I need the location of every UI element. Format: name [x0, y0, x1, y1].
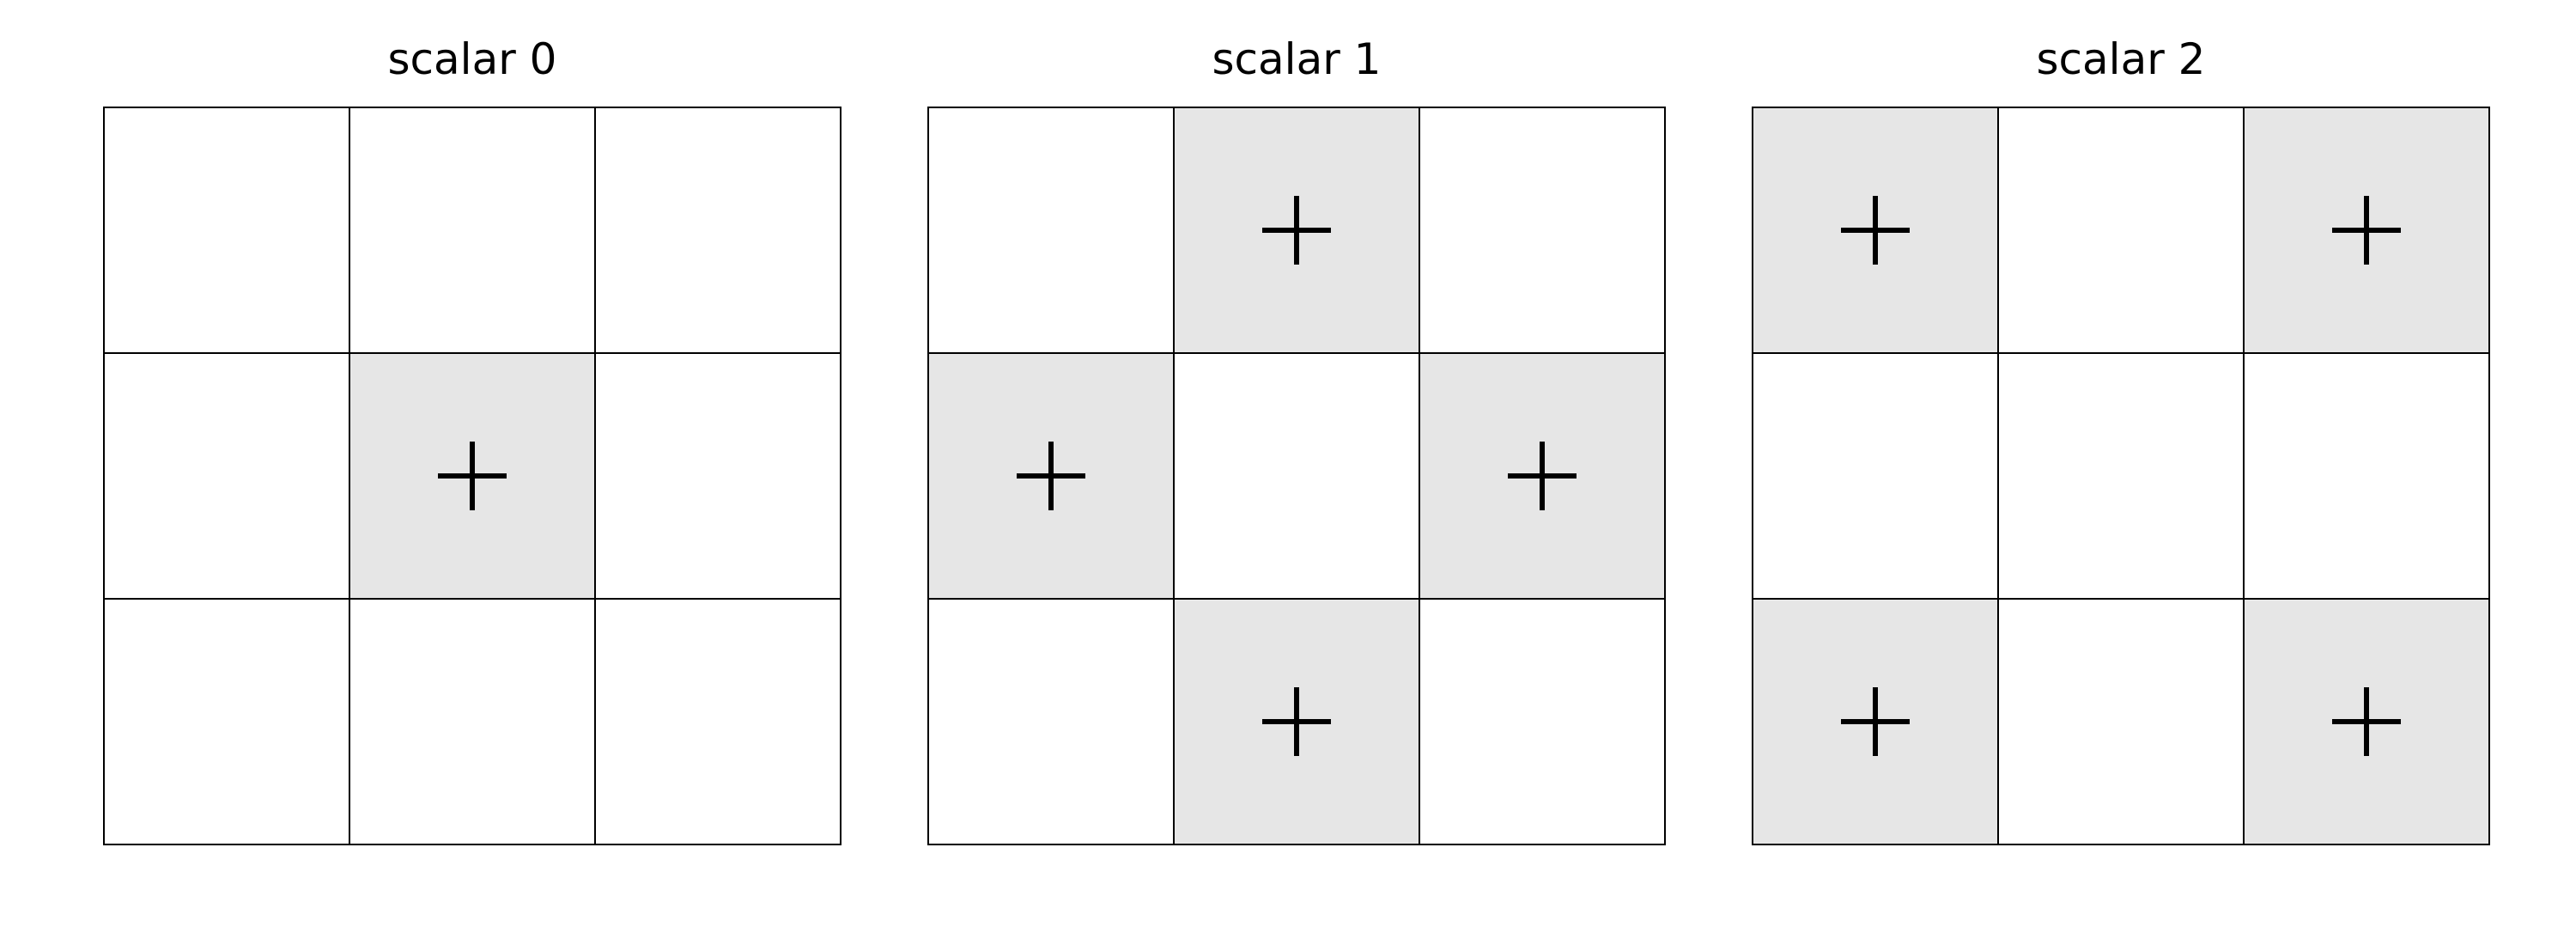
- panel-scalar-0: scalar 0: [103, 0, 841, 945]
- panel-title: scalar 2: [2036, 34, 2206, 84]
- plus-icon: [1017, 442, 1085, 510]
- empty-cell: [1753, 354, 1999, 600]
- empty-cell: [105, 108, 350, 354]
- empty-cell: [596, 354, 841, 600]
- empty-cell: [1999, 600, 2245, 845]
- filled-cell: [1753, 108, 1999, 354]
- filled-cell: [929, 354, 1175, 600]
- empty-cell: [350, 600, 596, 845]
- plus-icon: [1262, 687, 1331, 756]
- panel-scalar-2: scalar 2: [1752, 0, 2490, 945]
- panel-scalar-1: scalar 1: [927, 0, 1666, 945]
- empty-cell: [929, 600, 1175, 845]
- filled-cell: [2245, 600, 2490, 845]
- empty-cell: [105, 600, 350, 845]
- empty-cell: [350, 108, 596, 354]
- filled-cell: [1753, 600, 1999, 845]
- plus-icon: [1841, 687, 1910, 756]
- empty-cell: [596, 600, 841, 845]
- plus-icon: [1508, 442, 1577, 510]
- plus-icon: [2332, 196, 2401, 265]
- plus-icon: [438, 442, 507, 510]
- empty-cell: [1175, 354, 1420, 600]
- empty-cell: [1420, 108, 1666, 354]
- filled-cell: [1175, 108, 1420, 354]
- empty-cell: [929, 108, 1175, 354]
- plus-icon: [1841, 196, 1910, 265]
- empty-cell: [1999, 108, 2245, 354]
- empty-cell: [105, 354, 350, 600]
- empty-cell: [1420, 600, 1666, 845]
- grid: [1752, 107, 2490, 845]
- grid: [927, 107, 1666, 845]
- plus-icon: [2332, 687, 2401, 756]
- filled-cell: [1175, 600, 1420, 845]
- panel-title: scalar 1: [1212, 34, 1382, 84]
- plus-icon: [1262, 196, 1331, 265]
- grid: [103, 107, 841, 845]
- empty-cell: [596, 108, 841, 354]
- filled-cell: [350, 354, 596, 600]
- empty-cell: [2245, 354, 2490, 600]
- empty-cell: [1999, 354, 2245, 600]
- filled-cell: [2245, 108, 2490, 354]
- panel-title: scalar 0: [387, 34, 557, 84]
- filled-cell: [1420, 354, 1666, 600]
